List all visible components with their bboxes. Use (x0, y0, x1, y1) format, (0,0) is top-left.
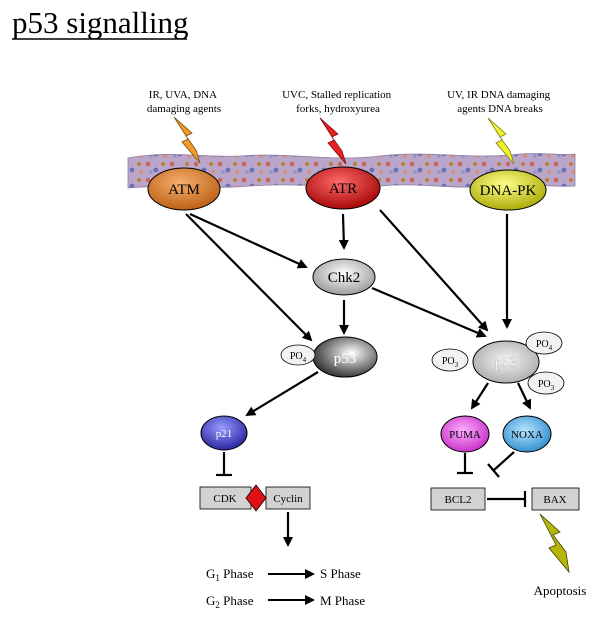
dnapk-node (469, 169, 547, 211)
arrow-atr-to-chk2 (338, 213, 349, 250)
arrow-atm-to-p53 (185, 213, 313, 342)
phosphate-left-label: PO4 (290, 351, 307, 364)
arrow-p53-to-p21 (245, 371, 319, 417)
cyclin-label: Cyclin (273, 493, 303, 505)
arrow-p53-to-noxa (517, 382, 532, 410)
bcl2-label: BCL2 (445, 494, 472, 506)
g2-phase-label: G2 Phase (206, 593, 254, 610)
bax-label: BAX (543, 494, 566, 506)
atr-node (305, 166, 381, 210)
atr-stimulus-label: UVC, Stalled replication forks, hydroxyu… (282, 89, 394, 115)
noxa-node (502, 415, 552, 453)
p53-right-node (472, 340, 540, 384)
g1-phase-label: G1 Phase (206, 566, 254, 583)
dnapk-stimulus-label: UV, IR DNA damaging agents DNA breaks (447, 89, 553, 115)
p21-node (200, 415, 248, 451)
arrow-p53-to-puma (470, 382, 489, 410)
atm-node (147, 167, 221, 211)
phosphate-right-left-label: PO3 (442, 356, 459, 369)
cyclin-box (265, 486, 311, 510)
orange-bolt-icon (173, 116, 201, 164)
arrow-chk2-to-p53-right (371, 286, 487, 338)
p53-left-label: p53 (334, 351, 357, 367)
phosphate-left (280, 344, 316, 366)
phosphate-right-bottom-label: PO3 (538, 379, 555, 392)
bax-box (531, 487, 580, 511)
phosphate-right-left (431, 348, 469, 372)
arrow-atr-to-p53-right (379, 209, 489, 332)
phosphate-right-bottom (527, 371, 565, 395)
puma-label: PUMA (449, 429, 481, 441)
apoptosis-bolt-icon (539, 513, 570, 574)
cdk-label: CDK (213, 493, 236, 505)
p53-right-label: p53 (495, 355, 518, 371)
red-bolt-icon (319, 117, 347, 165)
page-title: p53 signalling (12, 5, 189, 40)
atm-label: ATM (168, 182, 200, 198)
phosphate-right-top-label: PO4 (536, 339, 553, 352)
noxa-label: NOXA (511, 429, 543, 441)
apoptosis-label: Apoptosis (534, 583, 587, 598)
chk2-label: Chk2 (328, 270, 361, 286)
m-phase-label: M Phase (320, 593, 365, 608)
dnapk-label: DNA-PK (480, 183, 537, 199)
puma-node (440, 415, 490, 453)
chk2-node (312, 258, 376, 296)
p21-label: p21 (216, 428, 233, 440)
atm-stimulus-label: IR, UVA, DNA damaging agents (147, 89, 221, 115)
arrow-atm-to-chk2 (189, 212, 308, 269)
phosphate-right-top (525, 331, 563, 355)
bcl2-box (430, 487, 486, 511)
yellow-bolt-icon (487, 117, 515, 165)
s-phase-label: S Phase (320, 566, 361, 581)
inhibit-noxa-to-bcl2 (493, 451, 515, 471)
cdk-cyclin-diamond (245, 484, 267, 512)
atr-label: ATR (329, 181, 357, 197)
inhibit-noxa-to-bcl2-bar (487, 463, 500, 478)
